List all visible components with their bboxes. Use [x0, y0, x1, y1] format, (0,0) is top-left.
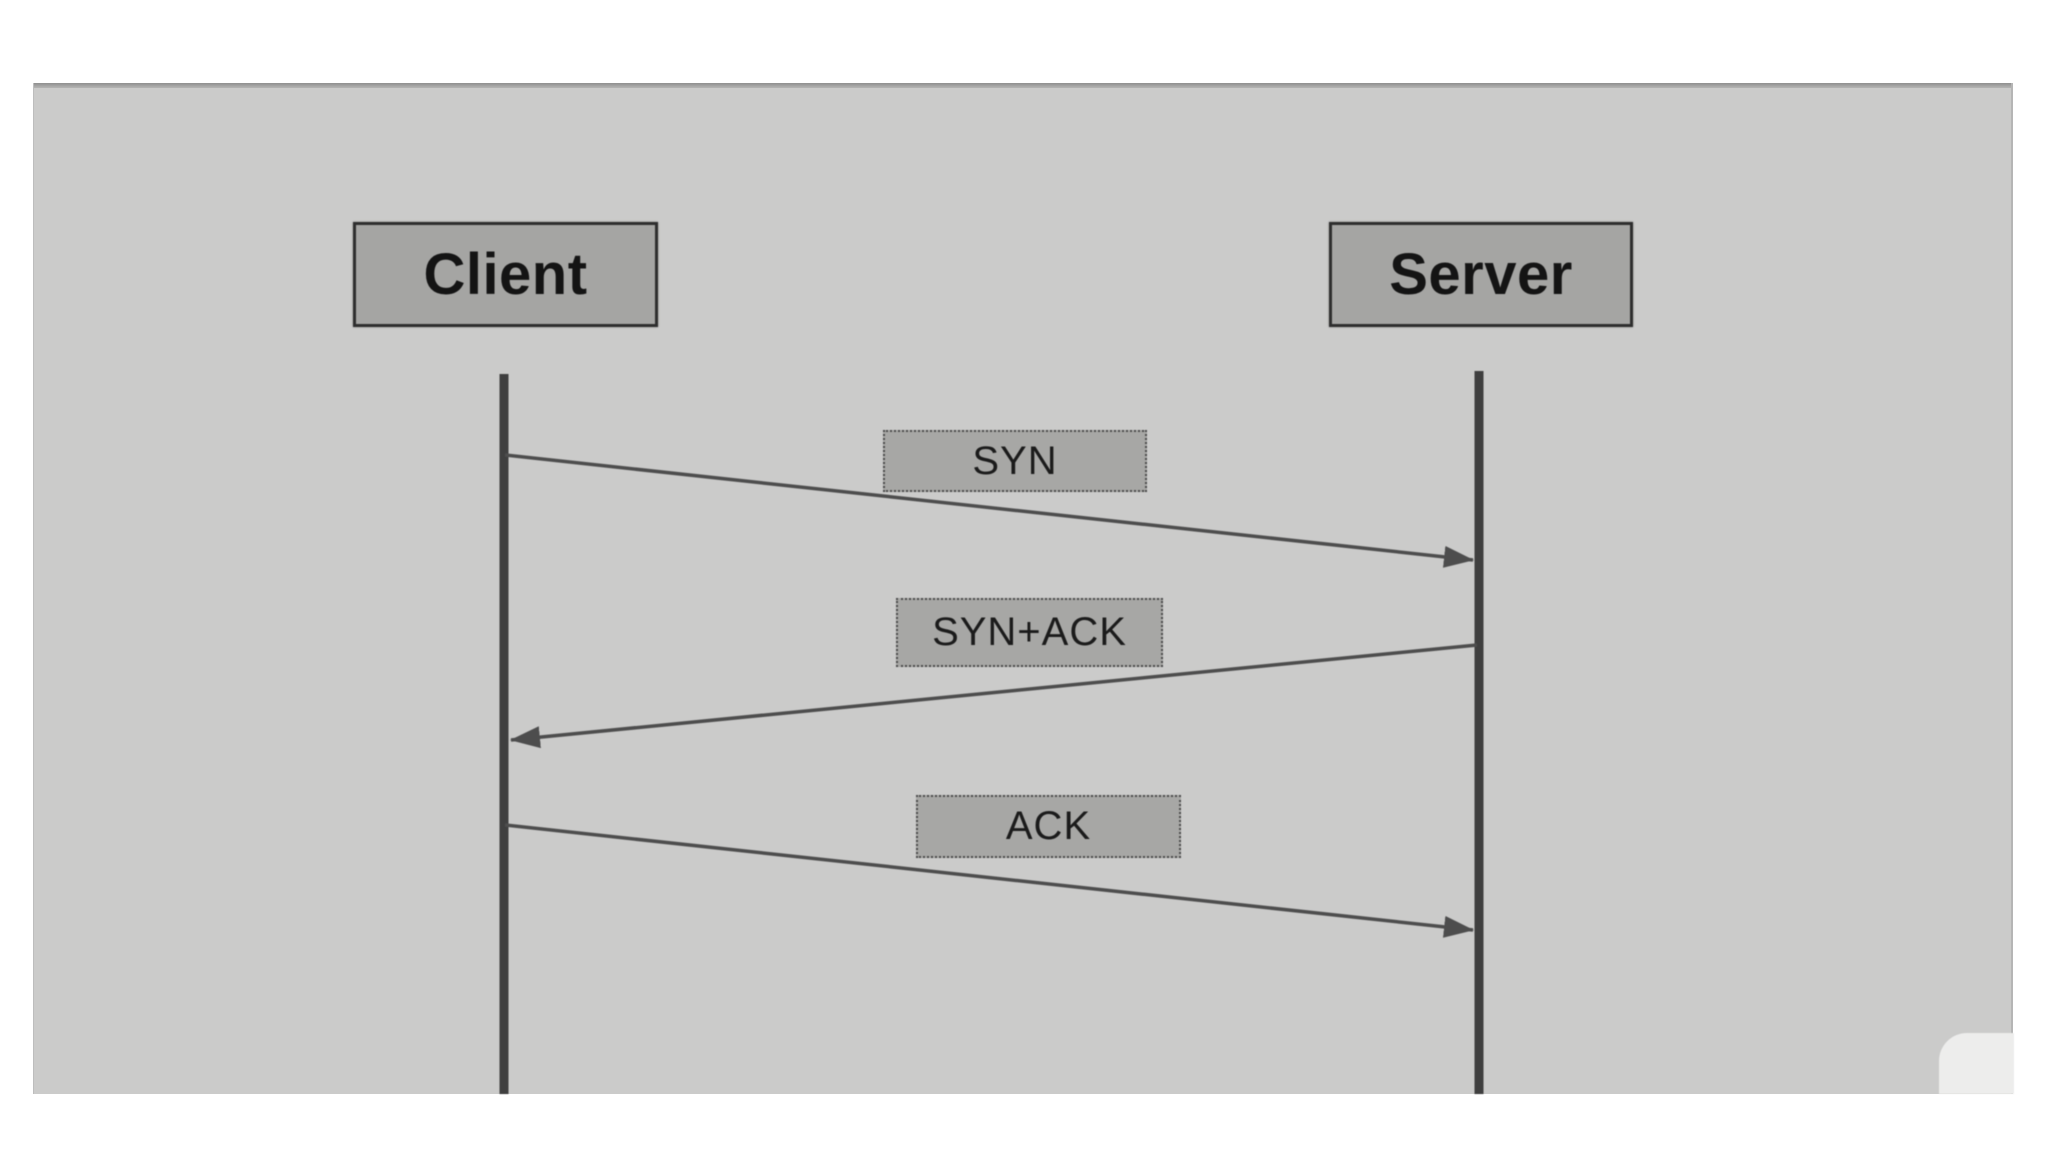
diagram-layer: Client Server SYN SYN+ACK ACK — [34, 83, 2014, 1094]
message-label-syn: SYN — [883, 430, 1147, 492]
message-label-syn-ack: SYN+ACK — [896, 598, 1163, 667]
actor-label-server: Server — [1389, 242, 1573, 307]
sequence-wires — [499, 371, 1484, 1094]
message-text-syn-ack: SYN+ACK — [932, 610, 1127, 654]
syn-ack-arrow — [510, 643, 1478, 749]
message-text-syn: SYN — [972, 438, 1058, 483]
syn-arrow — [504, 453, 1474, 568]
ack-arrow — [504, 823, 1474, 938]
message-text-ack: ACK — [1005, 804, 1092, 848]
corner-decoration — [1939, 1033, 2014, 1094]
actor-box-client: Client — [353, 222, 658, 327]
slide-canvas: Client Server SYN SYN+ACK ACK — [33, 83, 2014, 1094]
actor-box-server: Server — [1329, 222, 1633, 327]
message-label-ack: ACK — [916, 795, 1181, 858]
actor-label-client: Client — [423, 242, 588, 307]
